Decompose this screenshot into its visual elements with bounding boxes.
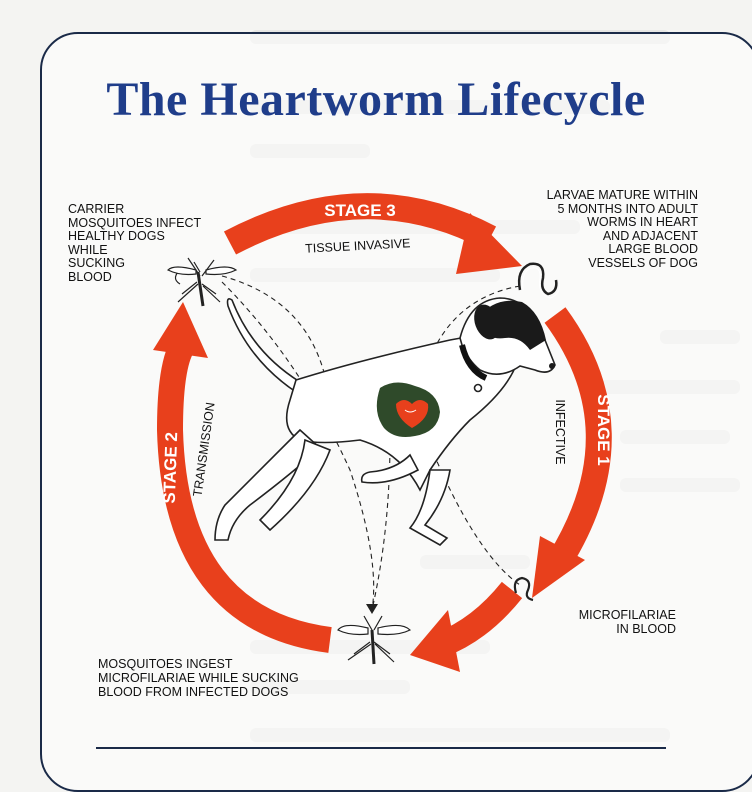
stage-1-description: INFECTIVE <box>553 399 567 464</box>
mosquito-icon-bottom <box>338 616 410 664</box>
carrier-mosquitoes-label: CARRIER MOSQUITOES INFECT HEALTHY DOGS W… <box>68 203 201 284</box>
microfilariae-label: MICROFILARIAE IN BLOOD <box>560 608 676 636</box>
larvae-mature-label: LARVAE MATURE WITHIN 5 MONTHS INTO ADULT… <box>530 189 698 270</box>
bottom-arrow <box>410 590 512 672</box>
stage-3-label: STAGE 3 <box>324 201 395 220</box>
stage-2-description: TRANSMISSION <box>190 401 217 497</box>
path-heart-down <box>372 440 390 610</box>
mosquitoes-ingest-label: MOSQUITOES INGEST MICROFILARIAE WHILE SU… <box>98 657 299 699</box>
bottom-divider <box>96 747 666 749</box>
stage-3-description: TISSUE INVASIVE <box>305 236 411 255</box>
stage-2-label: STAGE 2 <box>160 432 181 504</box>
stage-1-label: STAGE 1 <box>594 394 613 465</box>
